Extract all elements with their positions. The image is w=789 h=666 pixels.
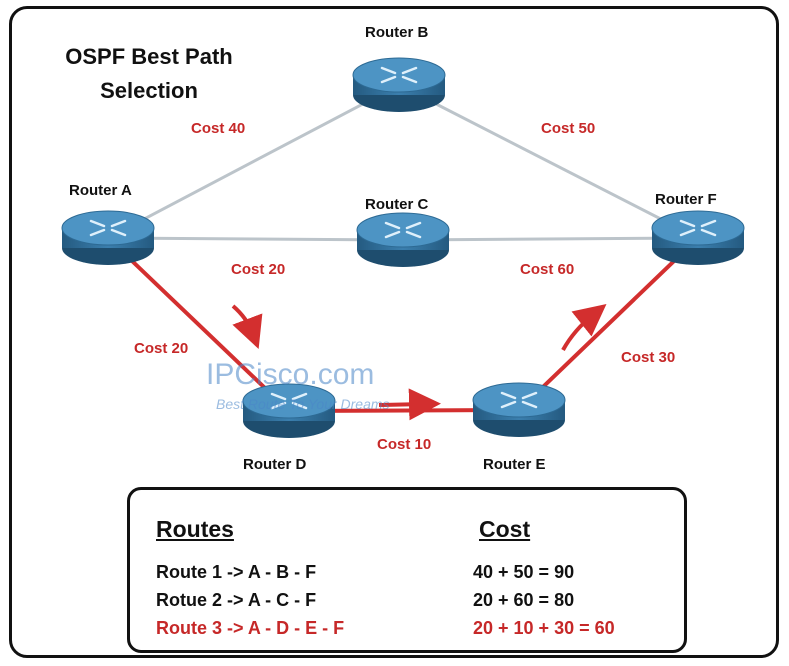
link-e-f — [517, 236, 700, 412]
router-f-label: Router F — [655, 191, 717, 208]
router-d-label: Router D — [243, 456, 307, 473]
router-c-label: Router C — [365, 196, 429, 213]
watermark-brand: IPCisco.com — [206, 358, 375, 391]
arrow-d-e — [378, 388, 441, 421]
route-row-3-path: Route 3 -> A - D - E - F — [156, 618, 345, 638]
router-c-icon — [356, 212, 450, 267]
link-a-c — [107, 236, 404, 242]
router-e-label: Router E — [483, 456, 546, 473]
link-c-f — [402, 236, 699, 242]
cost-label-c-f: Cost 60 — [520, 261, 575, 278]
cost-label-d-e: Cost 10 — [377, 436, 432, 453]
route-row-2-path: Rotue 2 -> A - C - F — [156, 590, 317, 610]
router-a-label: Router A — [69, 182, 132, 199]
router-b-label: Router B — [365, 24, 429, 41]
router-a-icon — [61, 210, 155, 265]
route-row-2-cost: 20 + 60 = 80 — [473, 590, 575, 610]
routes-header: Routes — [156, 516, 234, 542]
link-a-d — [106, 236, 291, 413]
link-a-b — [107, 83, 400, 240]
route-row-3-cost: 20 + 10 + 30 = 60 — [473, 618, 615, 638]
route-row-1-path: Route 1 -> A - B - F — [156, 562, 317, 582]
routes-table: Routes Cost Route 1 -> A - B - F 40 + 50… — [127, 487, 687, 653]
arrow-a-d — [231, 304, 263, 349]
cost-label-b-f: Cost 50 — [541, 120, 596, 137]
link-b-f — [398, 83, 699, 240]
route-row-1-cost: 40 + 50 = 90 — [473, 562, 575, 582]
cost-header: Cost — [479, 516, 531, 542]
router-b-icon — [352, 57, 446, 112]
router-d-icon — [242, 383, 336, 438]
diagram-title: OSPF Best Path Selection — [65, 44, 233, 103]
cost-label-a-b: Cost 40 — [191, 120, 246, 137]
router-f-icon — [651, 210, 745, 265]
cost-label-a-c: Cost 20 — [231, 261, 286, 278]
router-e-icon — [472, 382, 566, 437]
cost-label-a-d: Cost 20 — [134, 340, 189, 357]
watermark-tagline: Best Route To Your Dreams — [216, 396, 390, 412]
arrow-e-f — [561, 304, 607, 351]
cost-label-e-f: Cost 30 — [621, 349, 676, 366]
